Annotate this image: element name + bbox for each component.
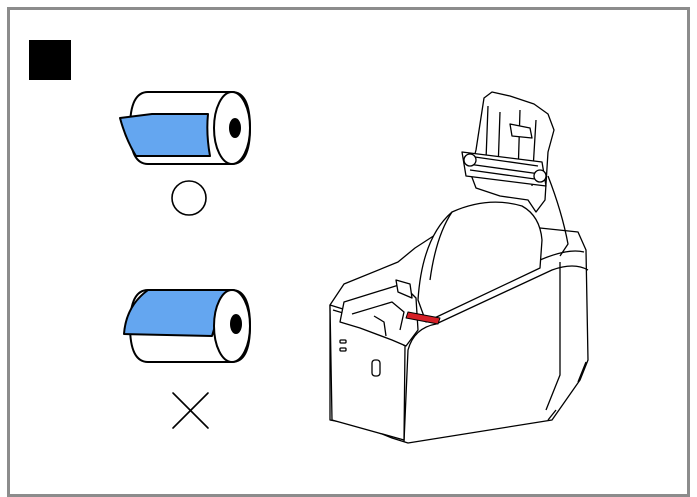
instruction-illustration [119,91,589,444]
paper-roll-correct-icon [119,91,251,165]
paper-roll-incorrect-icon [123,289,251,363]
step-number-badge [29,40,71,80]
circle-ok-icon [171,180,207,216]
printer-illustration [329,91,589,444]
cross-ng-icon [172,392,209,429]
